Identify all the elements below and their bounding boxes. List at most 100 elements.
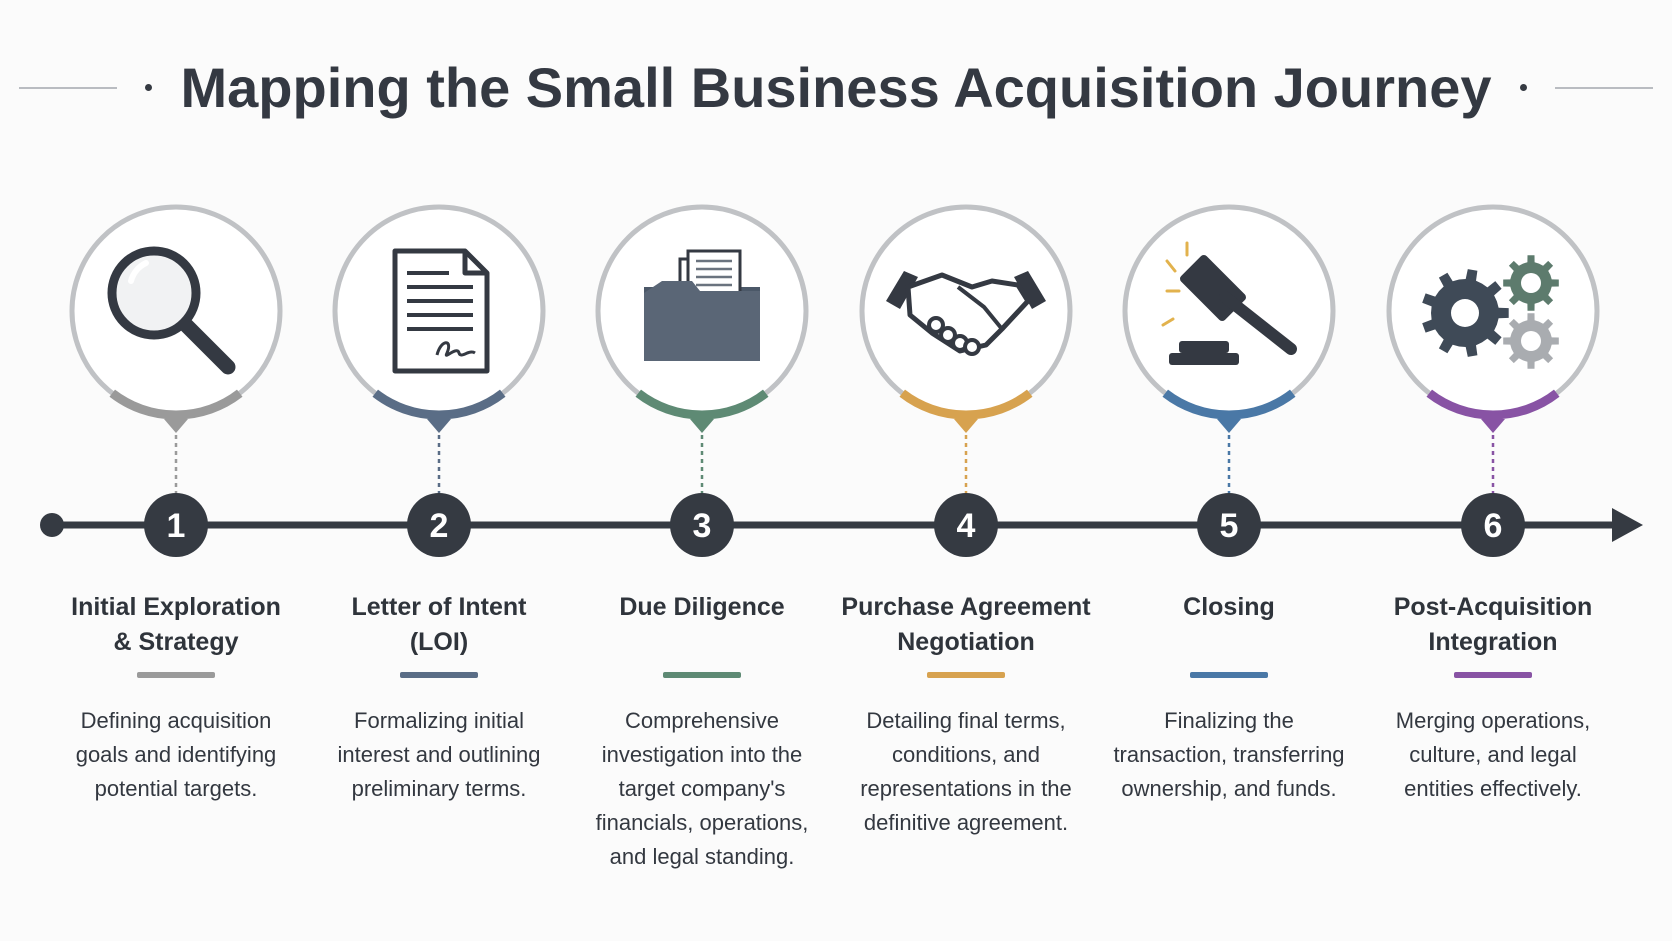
handle bbox=[178, 317, 236, 375]
stage-accent-bar bbox=[927, 672, 1005, 678]
stage-title-line: & Strategy bbox=[113, 628, 239, 656]
top-gear-hole bbox=[1521, 273, 1541, 293]
ring-accent-arc bbox=[109, 389, 243, 420]
stage-3-graphic: 3 bbox=[595, 204, 809, 557]
lens-shine bbox=[128, 260, 149, 284]
stage-description-line: Formalizing initial bbox=[354, 708, 524, 733]
finger bbox=[963, 338, 981, 356]
stage-description-line: definitive agreement. bbox=[863, 810, 1069, 835]
stage-description-line: Finalizing the bbox=[1164, 708, 1294, 733]
magnifying-glass-icon bbox=[107, 246, 236, 375]
stage-description-line: Defining acquisition bbox=[80, 708, 272, 733]
stage-accent-bar bbox=[663, 672, 741, 678]
stage-description-line: preliminary terms. bbox=[351, 776, 527, 801]
stage-description-line: financials, operations, bbox=[595, 810, 809, 835]
stage-5-graphic: 5 bbox=[1122, 204, 1336, 557]
stage-description-line: investigation into the bbox=[601, 742, 803, 767]
stage-description-line: Comprehensive bbox=[624, 708, 780, 733]
stage-title-line: Initial Exploration bbox=[71, 593, 281, 621]
stage-accent-bar bbox=[400, 672, 478, 678]
stage-title-line: Letter of Intent bbox=[351, 593, 527, 621]
stage-description-line: and legal standing. bbox=[609, 844, 795, 869]
signed-document-icon bbox=[392, 248, 490, 374]
title-left-line bbox=[19, 86, 118, 89]
gavel-icon bbox=[1161, 241, 1297, 365]
stage-accent-bar bbox=[1454, 672, 1532, 678]
stage-title-line: Integration bbox=[1428, 628, 1558, 656]
finger bbox=[927, 316, 945, 334]
stage-accent-bar bbox=[1190, 672, 1268, 678]
step-number-badge bbox=[1197, 493, 1261, 557]
ring-pointer bbox=[690, 419, 714, 433]
step-number-badge bbox=[934, 493, 998, 557]
timeline-axis bbox=[40, 508, 1643, 542]
step-number: 2 bbox=[430, 507, 449, 545]
folder-icon bbox=[644, 249, 760, 361]
stage-graphics: 1 2 3 4 5 6 bbox=[69, 204, 1600, 557]
finger bbox=[939, 326, 957, 344]
ring-accent-arc bbox=[1162, 389, 1296, 420]
stage-title-line: Due Diligence bbox=[619, 593, 785, 621]
timeline-start-dot bbox=[40, 513, 64, 537]
gears-icon bbox=[1422, 255, 1559, 369]
title-right-line bbox=[1554, 86, 1653, 89]
handshake-icon bbox=[886, 271, 1046, 356]
impact-mark bbox=[1165, 259, 1177, 273]
step-number-badge bbox=[144, 493, 208, 557]
stage-title: Letter of Intent (LOI) bbox=[303, 590, 575, 664]
large-gear-hole bbox=[1451, 299, 1479, 327]
title-left-dot bbox=[145, 84, 153, 91]
stage-description-line: goals and identifying bbox=[75, 742, 277, 767]
ring-pointer bbox=[427, 419, 451, 433]
stage-description-line: Merging operations, bbox=[1395, 708, 1591, 733]
stage-description-line: conditions, and bbox=[892, 742, 1040, 767]
ring-accent-arc bbox=[635, 389, 769, 420]
ring-pointer bbox=[164, 419, 188, 433]
stage-title: Initial Exploration & Strategy bbox=[40, 590, 312, 664]
stage-title-line: Purchase Agreement bbox=[841, 593, 1091, 621]
step-number-badge bbox=[1461, 493, 1525, 557]
stage-description-line: target company's bbox=[618, 776, 786, 801]
step-number: 6 bbox=[1484, 507, 1503, 545]
sound-block-top bbox=[1179, 341, 1229, 353]
folder-front bbox=[644, 281, 760, 361]
stage-accent-bar bbox=[137, 672, 215, 678]
right-cuff bbox=[1014, 271, 1046, 309]
stage-description-line: culture, and legal bbox=[1409, 742, 1577, 767]
impact-mark bbox=[1161, 317, 1175, 327]
stage-description-line: entities effectively. bbox=[1404, 776, 1582, 801]
ring-accent-arc bbox=[1426, 389, 1560, 420]
stage-description-line: transaction, transferring bbox=[1113, 742, 1345, 767]
stage-title-line: (LOI) bbox=[409, 628, 469, 656]
step-number-badge bbox=[407, 493, 471, 557]
stage-description-line: representations in the bbox=[860, 776, 1072, 801]
stage-description: Detailing final terms, conditions, and rep… bbox=[830, 704, 1102, 840]
left-cuff bbox=[886, 271, 918, 309]
stage-description-line: Detailing final terms, bbox=[866, 708, 1066, 733]
ring-pointer bbox=[954, 419, 978, 433]
step-number-badge bbox=[670, 493, 734, 557]
stage-description-line: ownership, and funds. bbox=[1121, 776, 1337, 801]
stage-title: Closing bbox=[1093, 590, 1365, 664]
stage-4-graphic: 4 bbox=[859, 204, 1073, 557]
stage-title-line: Closing bbox=[1183, 593, 1275, 621]
title-right-dot bbox=[1519, 84, 1527, 91]
ring-accent-arc bbox=[372, 389, 506, 420]
page-fold bbox=[462, 251, 487, 276]
stage-description-line: potential targets. bbox=[94, 776, 258, 801]
step-number: 4 bbox=[957, 507, 976, 545]
step-number: 3 bbox=[693, 507, 712, 545]
ring-accent-arc bbox=[899, 389, 1033, 420]
stage-description-line: interest and outlining bbox=[337, 742, 541, 767]
bottom-gear-hole bbox=[1521, 331, 1541, 351]
stage-description: Formalizing initial interest and outlinin… bbox=[303, 704, 575, 806]
stage-title-line: Post-Acquisition bbox=[1393, 593, 1593, 621]
hand-divide bbox=[956, 285, 1004, 331]
step-number: 1 bbox=[167, 507, 186, 545]
title-row: Mapping the Small Business Acquisition J… bbox=[0, 40, 1672, 135]
